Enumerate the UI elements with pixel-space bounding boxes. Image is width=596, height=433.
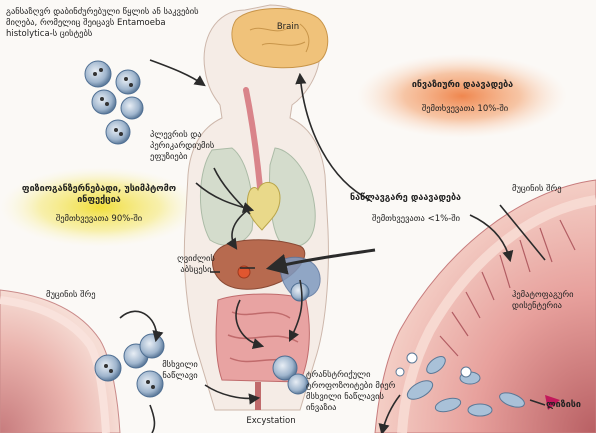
heart xyxy=(246,182,281,231)
ingested-cysts xyxy=(84,60,144,145)
excreted-cysts xyxy=(94,333,165,398)
trophozoite-label: ტრანსტრიქული ტროფოზოიტები მიერ მსხვილი ნ… xyxy=(306,370,396,413)
body-figure xyxy=(183,4,329,411)
large-intestine-label: მსხვილი ნაწლავი xyxy=(162,360,198,381)
colon-wall-right xyxy=(374,179,596,433)
asymptomatic-glow xyxy=(0,167,200,247)
extraintestinal-frequency: შემთხვევათა <1%-ში xyxy=(372,214,461,224)
liver-abscess-label: ღვიძლის აბსცესი xyxy=(177,254,215,275)
flask-ulcer-label: ჰემატოფაგური დისენტერია xyxy=(512,290,574,311)
excystation-label: Excystation xyxy=(246,416,296,426)
pleural-label: პლევრის და პერიკარდიუმის ეფუზიები xyxy=(150,130,215,162)
excystation-cysts xyxy=(272,282,310,395)
lysis-label: ლიზისი xyxy=(546,400,581,410)
extraintestinal-title: ნაწლავგარე დაავადება xyxy=(350,193,462,203)
intro-text: განსაზღვრ დაბინძურებული წყლის ან საკვები… xyxy=(6,7,199,39)
invasive-glow xyxy=(357,54,567,138)
invasive-title: ინვაზიური დაავადება xyxy=(411,80,514,90)
brain-label: Brain xyxy=(276,22,300,32)
asymptomatic-frequency: შემთხვევათა 90%-ში xyxy=(55,214,143,224)
asymptomatic-title: ფიზიოგანზერნებადი, უსიმპტომო ინფექცია xyxy=(21,184,177,205)
mucin-layer-right: მუცინის შრე xyxy=(512,184,562,194)
invasive-frequency: შემთხვევათა 10%-ში xyxy=(421,104,509,114)
colon-wall-left xyxy=(0,289,121,433)
brain xyxy=(231,8,329,69)
mucin-layer-left: მუცინის შრე xyxy=(46,290,96,300)
